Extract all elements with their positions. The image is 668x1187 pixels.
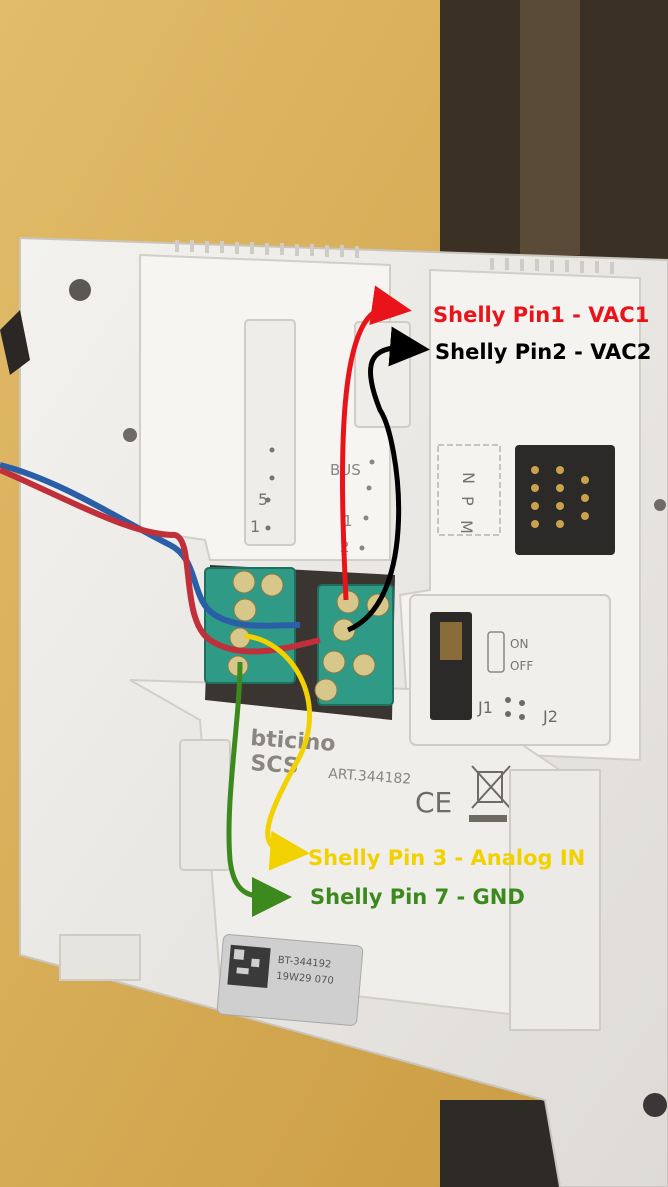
- label-pin2-vac2: Shelly Pin2 - VAC2: [435, 340, 651, 364]
- npm-m-label: M: [457, 520, 476, 534]
- sticker-line2: 19W29 070: [276, 971, 334, 987]
- serial-sticker: BT-344192 19W29 070: [216, 934, 364, 1026]
- screw-hole: [69, 279, 91, 301]
- green-annotation-arrow: [226, 661, 292, 917]
- weee-bin-icon: [469, 765, 511, 822]
- switch-on-label: ON: [510, 637, 528, 651]
- label-pin7-gnd: Shelly Pin 7 - GND: [310, 885, 525, 909]
- terminal-block-right: [314, 584, 394, 706]
- connector-socket: [515, 445, 615, 555]
- switch-off-label: OFF: [510, 659, 533, 673]
- brand-top: bticino: [250, 726, 337, 757]
- npm-label-group: N P M: [437, 444, 501, 536]
- npm-n-label: N: [459, 472, 478, 484]
- red-wire: [0, 467, 321, 655]
- ce-mark: CE: [415, 786, 452, 819]
- sticker-line1: BT-344192: [277, 955, 332, 971]
- jumper-j2-label: J2: [542, 707, 558, 726]
- jumper-j1-label: J1: [477, 698, 493, 717]
- red-annotation-arrow: [340, 285, 412, 601]
- bus-label: BUS: [330, 461, 361, 479]
- label-pin3-analog-in: Shelly Pin 3 - Analog IN: [308, 846, 585, 870]
- left-pin1-label: 1: [250, 517, 260, 536]
- left-pin5-label: 5: [258, 490, 268, 509]
- bus-pin1-label: 1: [343, 512, 353, 530]
- npm-p-label: P: [458, 496, 477, 506]
- black-annotation-arrow: [346, 326, 430, 633]
- label-pin1-vac1: Shelly Pin1 - VAC1: [433, 303, 649, 327]
- article-number: ART.344182: [328, 766, 412, 788]
- yellow-annotation-arrow: [244, 633, 312, 871]
- vent-slots: [175, 240, 614, 274]
